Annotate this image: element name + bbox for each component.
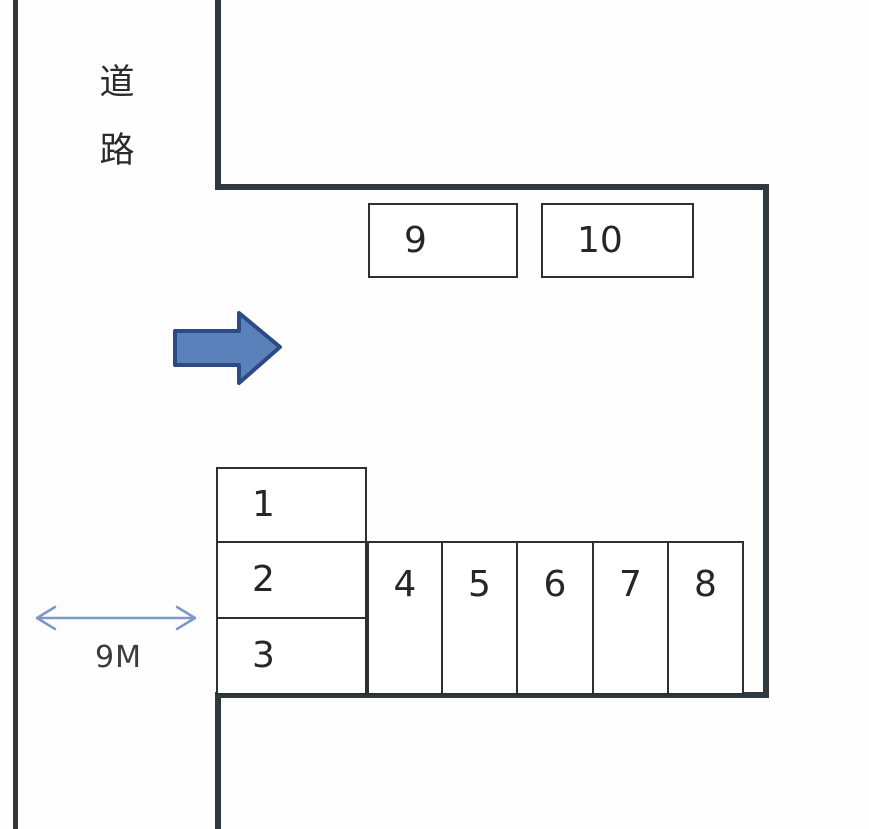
road-left-boundary-line	[13, 0, 18, 829]
parking-space-3: 3	[216, 617, 367, 695]
parking-space-6: 6	[516, 541, 594, 695]
lot-bottom-boundary-line	[215, 692, 769, 698]
dimension-label: 9M	[95, 640, 142, 675]
space-number: 1	[252, 484, 275, 525]
parking-space-4: 4	[367, 541, 443, 695]
lot-right-boundary-line	[763, 184, 769, 698]
parking-space-7: 7	[592, 541, 669, 695]
right-arrow-icon	[173, 311, 282, 385]
parking-space-5: 5	[441, 541, 518, 695]
parking-space-2: 2	[216, 541, 367, 619]
space-number: 7	[619, 564, 642, 605]
lot-top-boundary-line	[215, 184, 769, 190]
lot-top-left-boundary-line	[215, 0, 221, 190]
space-number: 5	[468, 564, 491, 605]
space-number: 3	[252, 635, 275, 676]
parking-space-1: 1	[216, 467, 367, 543]
space-number: 10	[577, 219, 623, 261]
space-number: 8	[694, 564, 717, 605]
lot-bottom-left-boundary-line	[215, 692, 221, 829]
road-label-char-2: 路	[99, 131, 135, 171]
dimension-double-arrow-icon	[35, 605, 197, 631]
parking-space-10: 10	[541, 203, 694, 278]
parking-space-9: 9	[368, 203, 518, 278]
road-label-char-1: 道	[99, 63, 135, 103]
space-number: 2	[252, 559, 275, 600]
parking-space-8: 8	[667, 541, 744, 695]
space-number: 4	[393, 564, 417, 605]
space-number: 9	[404, 219, 427, 261]
space-number: 6	[543, 564, 567, 605]
